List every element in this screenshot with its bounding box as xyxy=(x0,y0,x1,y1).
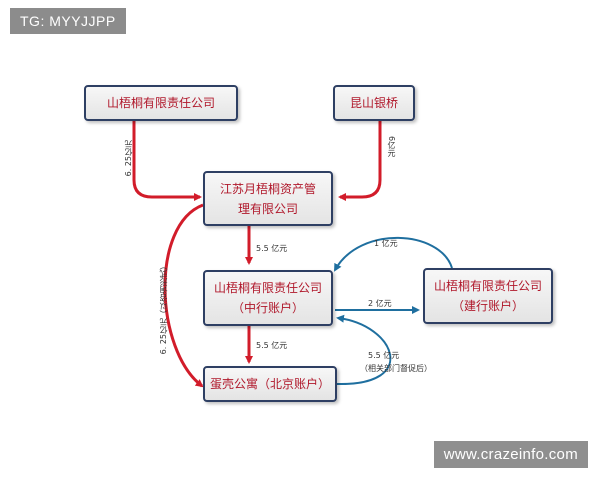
edge-label-middle-down: 5.5 亿元 xyxy=(256,341,288,350)
node-jianhang-label-line2: （建行账户） xyxy=(451,299,524,313)
node-shanwutong-zhonghang: 山梧桐有限责任公司 （中行账户） xyxy=(203,270,333,326)
watermark-tag: TG: MYYJJPP xyxy=(10,8,126,34)
node-jiangsu-yuewutong: 江苏月梧桐资产管 理有限公司 xyxy=(203,171,333,226)
node-shanwutong-jianhang: 山梧桐有限责任公司 （建行账户） xyxy=(423,268,553,324)
node-shanwutong-top-label: 山梧桐有限责任公司 xyxy=(106,96,215,110)
arrow-right-to-middle xyxy=(334,236,453,272)
node-jiangsu-label-line1: 江苏月梧桐资产管 xyxy=(219,181,316,196)
node-zhonghang-label-line1: 山梧桐有限责任公司 xyxy=(213,281,322,295)
edge-label-left-long: 6. 25亿元（以咨询形式） xyxy=(159,262,168,355)
node-shanwutong-top: 山梧桐有限责任公司 xyxy=(84,85,238,121)
arrow-topleft-to-center xyxy=(132,121,202,201)
edge-label-right-top: 6亿元 xyxy=(387,136,396,158)
node-jiangsu-label-line2: 理有限公司 xyxy=(237,201,298,216)
edge-label-blue-back-line1: 5.5 亿元 xyxy=(368,351,400,360)
edge-label-blue-back-line2: （相关部门督促后） xyxy=(360,364,432,373)
node-zhonghang-label-line2: （中行账户） xyxy=(231,301,304,315)
edge-label-left-top: 6. 25亿元 xyxy=(124,140,133,177)
node-kunshan-yinqiao-label: 昆山银桥 xyxy=(349,96,398,110)
node-danke-gongyu: 蛋壳公寓（北京账户） xyxy=(203,366,337,402)
edge-label-center-down: 5.5 亿元 xyxy=(256,244,288,253)
node-kunshan-yinqiao: 昆山银桥 xyxy=(333,85,415,121)
arrow-center-to-bottom xyxy=(163,203,204,388)
edge-label-to-right: 2 亿元 xyxy=(368,299,392,308)
node-jianhang-label-line1: 山梧桐有限责任公司 xyxy=(433,279,542,293)
arrow-topright-to-center xyxy=(338,121,382,201)
arrow-bottom-to-middle xyxy=(336,314,392,386)
site-watermark: www.crazeinfo.com xyxy=(433,441,588,468)
edge-label-from-right: 1 亿元 xyxy=(374,239,398,248)
node-danke-label: 蛋壳公寓（北京账户） xyxy=(209,377,330,391)
